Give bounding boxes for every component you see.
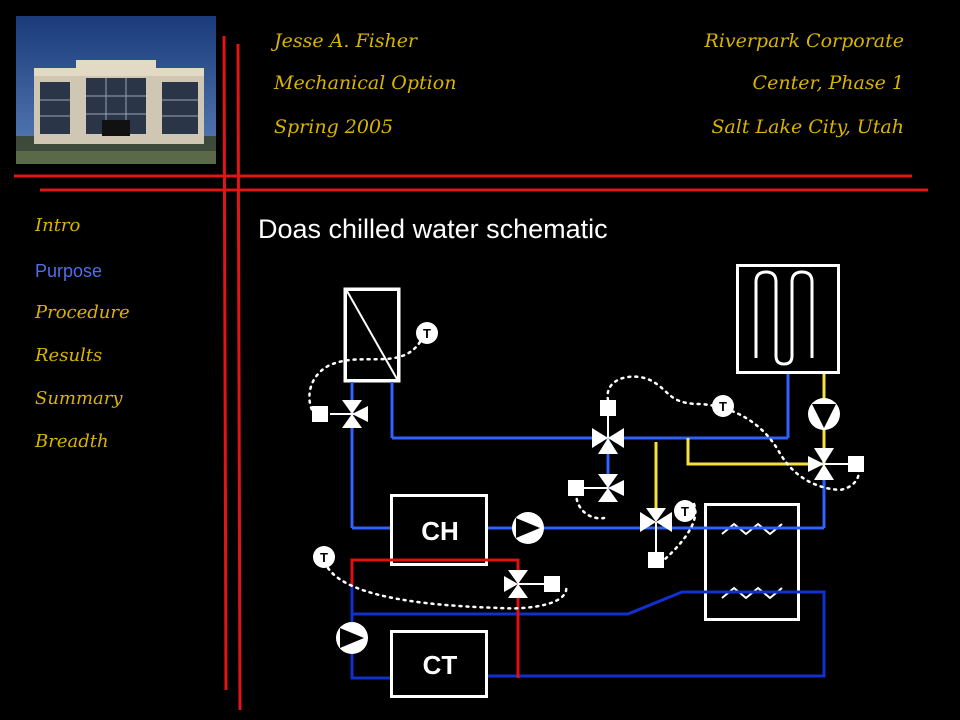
project-location: Salt Lake City, Utah	[711, 116, 904, 138]
option-label: Mechanical Option	[274, 72, 457, 94]
pump-icon	[808, 398, 840, 430]
temperature-sensor-icon: T	[712, 395, 734, 417]
three-way-valve-icon	[640, 508, 672, 568]
svg-text:T: T	[320, 550, 328, 565]
nav-item-summary[interactable]: Summary	[35, 388, 123, 409]
chiller-label: CH	[421, 516, 459, 546]
temperature-sensor-icon: T	[674, 500, 696, 522]
three-way-valve-icon	[504, 570, 560, 598]
cooling-coil	[343, 287, 401, 383]
nav-item-procedure[interactable]: Procedure	[35, 302, 130, 323]
project-name-line2: Center, Phase 1	[752, 72, 904, 94]
nav-item-results[interactable]: Results	[35, 345, 103, 366]
term-label: Spring 2005	[274, 116, 394, 138]
cooling-tower-label: CT	[423, 650, 458, 680]
chiller: CH	[390, 494, 488, 566]
slide-title: Doas chilled water schematic	[258, 214, 608, 244]
svg-text:T: T	[719, 399, 727, 414]
radiant-coil	[736, 264, 840, 374]
three-way-valve-icon	[592, 400, 624, 454]
divider-lines	[14, 35, 928, 711]
svg-text:T: T	[681, 504, 689, 519]
building-photo	[16, 16, 216, 164]
svg-text:T: T	[423, 326, 431, 341]
nav-item-intro[interactable]: Intro	[35, 215, 81, 236]
three-way-valve-icon	[312, 400, 368, 428]
project-name-line1: Riverpark Corporate	[704, 30, 904, 52]
nav-item-breadth[interactable]: Breadth	[35, 431, 109, 452]
control-signal-lines	[308, 340, 861, 610]
cooling-tower: CT	[390, 630, 488, 698]
pump-icon	[512, 512, 544, 544]
pump-icon	[336, 622, 368, 654]
condenser-piping	[350, 558, 826, 680]
three-way-valve-icon	[568, 474, 624, 502]
temperature-sensor-icon: T	[313, 546, 335, 568]
radiant-loop-piping	[654, 374, 826, 520]
plate-heat-exchanger	[704, 503, 800, 621]
nav-item-purpose[interactable]: Purpose	[35, 261, 103, 281]
three-way-valve-icon	[808, 448, 864, 480]
temperature-sensor-icon: T	[416, 322, 438, 344]
author-name: Jesse A. Fisher	[274, 30, 418, 52]
